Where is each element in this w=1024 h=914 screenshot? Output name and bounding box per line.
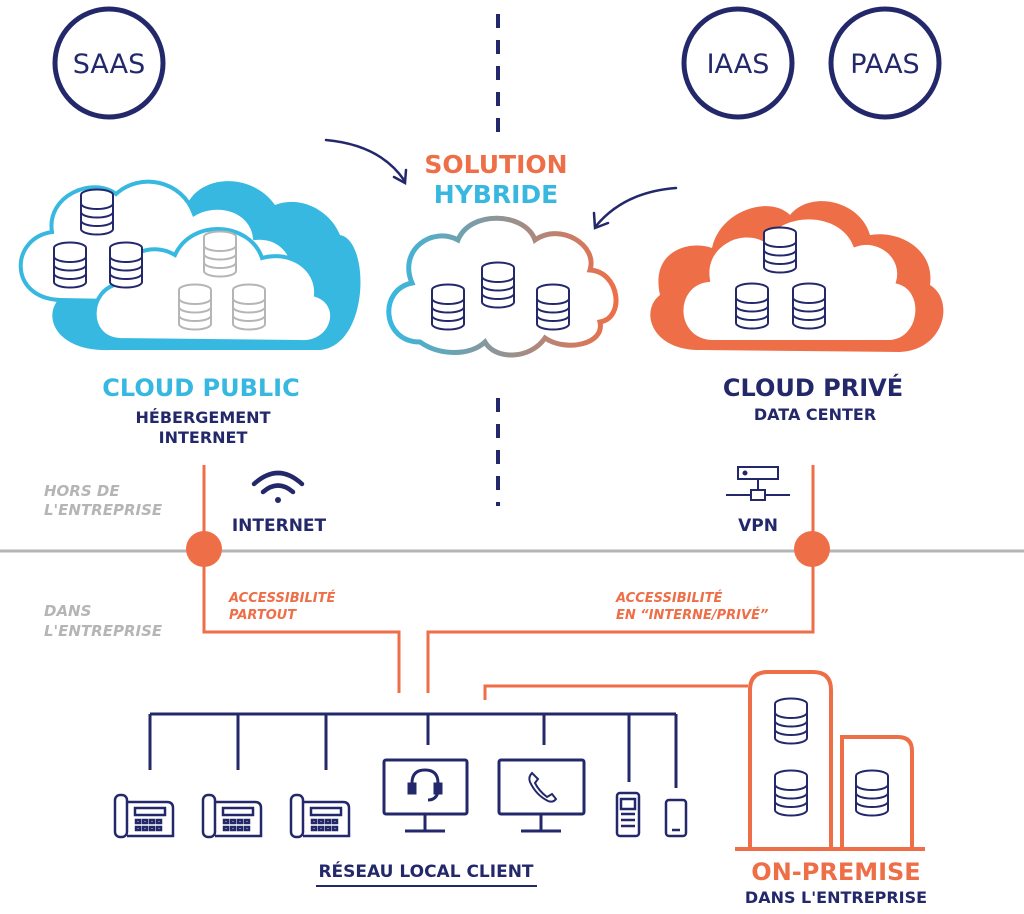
cloud-public-sub1: HÉBERGEMENT (136, 408, 271, 427)
vpn-node (794, 531, 830, 567)
cloud-prive-title: CLOUD PRIVÉ (723, 373, 903, 402)
desk-phone-icon (289, 793, 351, 839)
database-icon (232, 283, 266, 331)
database-icon (792, 282, 826, 330)
database-icon (431, 283, 465, 331)
saas-label: SAAS (73, 49, 145, 80)
internet-label: INTERNET (232, 516, 327, 536)
on-premise-sub: DANS L'ENTREPRISE (745, 888, 927, 907)
cloud-public-sub2: INTERNET (159, 428, 248, 447)
database-icon (536, 283, 570, 331)
access-internal-line2: EN “INTERNE/PRIVÉ” (616, 607, 768, 623)
cloud-public-title: CLOUD PUBLIC (102, 374, 299, 402)
database-icon (203, 230, 237, 278)
database-icon (109, 241, 143, 289)
vpn-label: VPN (738, 516, 778, 536)
headset-monitor-icon (382, 758, 469, 833)
arrow-from-private (592, 186, 678, 230)
access-internal-line1: ACCESSIBILITÉ (615, 590, 722, 606)
zone-inside-line1: DANS (44, 602, 91, 620)
database-icon (53, 241, 87, 289)
iaas-label: IAAS (707, 49, 770, 80)
vpn-network-icon (726, 466, 790, 501)
database-icon (855, 769, 889, 817)
connection-lines (202, 465, 815, 700)
paas-circle: PAAS (828, 6, 942, 120)
mobile-phone-icon (615, 791, 641, 838)
database-icon (178, 283, 212, 331)
paas-label: PAAS (850, 49, 919, 80)
cloud-prive-sub1: DATA CENTER (754, 405, 876, 424)
zone-outside-line2: L'ENTREPRISE (44, 501, 163, 519)
arrow-from-public (324, 138, 408, 186)
hybrid-title-line1: SOLUTION (424, 150, 567, 179)
database-icon (735, 282, 769, 330)
access-everywhere-line1: ACCESSIBILITÉ (228, 590, 335, 606)
desk-phone-icon (113, 793, 175, 839)
saas-circle: SAAS (52, 6, 166, 120)
cloud-prive (650, 201, 944, 352)
access-everywhere-line2: PARTOUT (229, 608, 297, 623)
database-icon (80, 188, 114, 236)
on-premise-title: ON-PREMISE (751, 858, 920, 886)
database-icon (774, 697, 808, 745)
zone-inside-line2: L'ENTREPRISE (44, 622, 163, 640)
on-premise-servers (735, 670, 925, 851)
wifi-icon (251, 470, 305, 503)
phone-monitor-icon (497, 758, 586, 833)
database-icon (481, 261, 515, 309)
internet-node (186, 531, 222, 567)
database-icon (763, 226, 797, 274)
iaas-circle: IAAS (681, 6, 795, 120)
cloud-public (18, 179, 361, 351)
lan-bus (148, 712, 678, 788)
cloud-hybrid (386, 215, 619, 358)
lan-label: RÉSEAU LOCAL CLIENT (318, 860, 533, 882)
hybrid-title-line2: HYBRIDE (434, 180, 558, 209)
database-icon (774, 769, 808, 817)
desk-phone-icon (201, 793, 263, 839)
zone-outside-line1: HORS DE (44, 482, 120, 500)
smartphone-icon (664, 798, 688, 838)
